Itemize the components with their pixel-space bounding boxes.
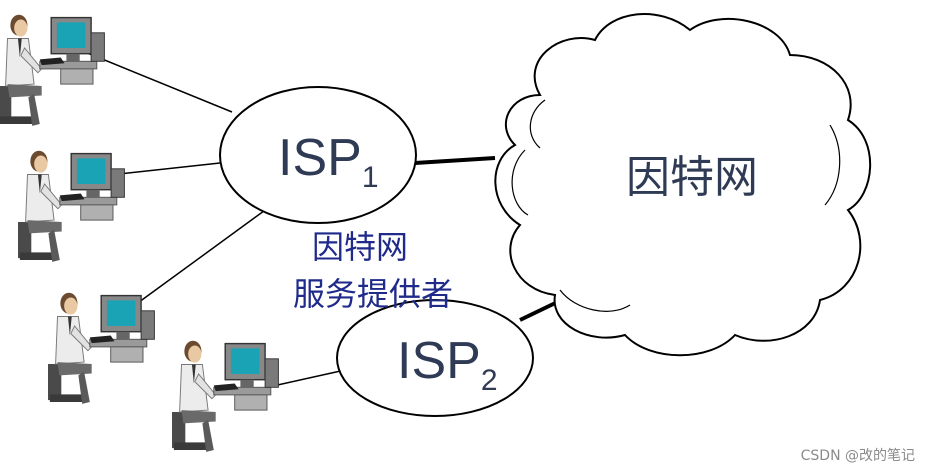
link-user2-isp1: [109, 162, 221, 176]
isp2-subscript: 2: [481, 364, 498, 397]
internet-cloud: 因特网: [494, 13, 872, 357]
user-workstation-4: [171, 340, 280, 453]
cloud-label: 因特网: [626, 152, 758, 203]
link-user1-isp1: [79, 49, 233, 113]
svg-text:ISP2: ISP2: [397, 332, 498, 397]
isp1-label: ISP: [278, 129, 362, 187]
svg-text:ISP1: ISP1: [278, 129, 379, 194]
provider-label-line2: 服务提供者: [293, 275, 453, 313]
provider-caption: 因特网 服务提供者: [293, 228, 453, 313]
cloud-shape: [494, 13, 872, 357]
link-user3-isp1: [134, 207, 269, 306]
user-workstation-1: [0, 14, 106, 127]
isp1-subscript: 1: [362, 161, 379, 194]
isp2-label: ISP: [397, 332, 481, 390]
user-workstation-3: [47, 292, 156, 405]
provider-label-line1: 因特网: [312, 228, 408, 266]
link-isp1-cloud: [414, 156, 496, 165]
isp1-node: ISP1: [219, 86, 417, 224]
user-workstation-2: [17, 150, 126, 263]
csdn-watermark: CSDN @改的笔记: [801, 448, 915, 464]
isp2-node: ISP2: [336, 299, 534, 417]
